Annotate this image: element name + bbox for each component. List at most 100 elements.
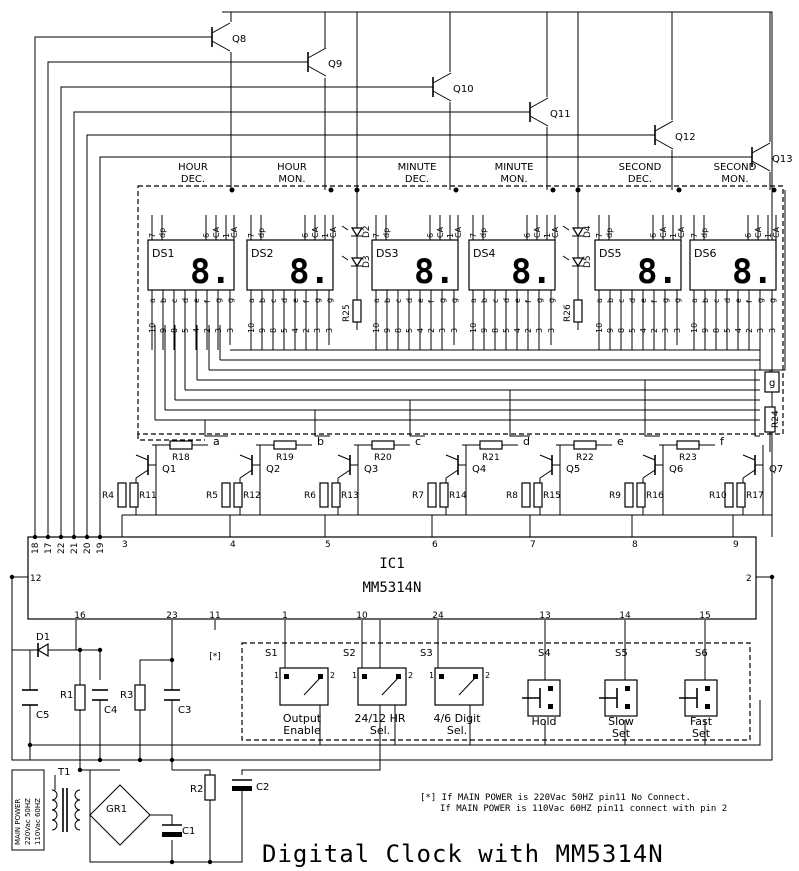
display-subtitle: MON.	[500, 174, 527, 185]
junction-dot	[32, 534, 38, 540]
segment-tag-f: f	[720, 435, 725, 448]
transistor-label-q10: Q10	[453, 84, 474, 95]
pin-number: 8	[269, 328, 278, 333]
junction-dot	[97, 534, 103, 540]
top-pin-label: 1	[321, 233, 330, 238]
top-pin-label: dp	[158, 228, 167, 238]
display-digit: 8.	[289, 252, 330, 292]
resistor-r11	[129, 482, 139, 508]
ic1: IC1 MM5314N	[27, 536, 757, 620]
transformer-coil	[74, 809, 81, 821]
transistor-label-q2: Q2	[266, 464, 280, 475]
segment-label: b	[606, 298, 615, 303]
display-subtitle: DEC.	[181, 174, 205, 185]
segment-tag-c: c	[415, 435, 421, 448]
display-subtitle: DEC.	[628, 174, 652, 185]
junction-dot	[575, 187, 581, 193]
mains-voltage-1: 220Vac 50HZ	[24, 798, 32, 845]
segment-label: f	[650, 300, 659, 303]
segment-label: b	[480, 298, 489, 303]
transistor-label-q3: Q3	[364, 464, 378, 475]
collector-lead	[529, 115, 549, 127]
led-d5	[571, 257, 585, 268]
junction-dot	[77, 767, 83, 773]
capacitor-label-c5: C5	[36, 710, 49, 721]
junction-dot	[169, 859, 175, 865]
display-body	[594, 239, 682, 291]
emitter-lead	[211, 22, 231, 34]
pin-number: 2	[650, 328, 659, 333]
display-body	[246, 239, 334, 291]
top-pin-label: dp	[700, 228, 709, 238]
display-title: MINUTE	[495, 162, 534, 173]
segment-label: c	[617, 299, 626, 303]
switch-lever	[303, 677, 321, 696]
display-digit: 8.	[511, 252, 552, 292]
resistor-r7	[427, 482, 437, 508]
pin-number: 2	[745, 328, 754, 333]
ic-pin-top-3: 3	[122, 540, 128, 550]
pin-number: 5	[502, 328, 511, 333]
top-pin-label: 7	[469, 233, 478, 238]
segment-label: e	[639, 298, 648, 303]
transformer-coil	[51, 799, 58, 811]
emitter-lead	[751, 142, 771, 154]
junction-dot	[769, 574, 775, 580]
resistor-label-r3: R3	[120, 690, 133, 701]
capacitor-label-c4: C4	[104, 705, 117, 716]
pin11-mark: [*]	[209, 652, 221, 662]
segment-label: a	[690, 298, 699, 303]
pin-number: 9	[383, 328, 392, 333]
switch-id-s4: S4	[538, 648, 551, 659]
pushbutton-contact	[625, 686, 630, 691]
top-pin-label: CA	[329, 226, 338, 238]
segment-label: e	[416, 298, 425, 303]
display-subtitle: MON.	[278, 174, 305, 185]
junction-dot	[676, 187, 682, 193]
junction-dot	[137, 757, 143, 763]
resistor-r4	[117, 482, 127, 508]
ic-pin-bottom-24: 24	[432, 611, 444, 621]
display-digit: 8.	[732, 252, 773, 292]
ic-pin-bottom-15: 15	[699, 611, 710, 621]
pin-number: 9	[258, 328, 267, 333]
segment-label: f	[745, 300, 754, 303]
junction-dot	[229, 187, 235, 193]
pushbutton-contact	[705, 686, 710, 691]
pin-number: 4	[639, 328, 648, 333]
diode-d1	[36, 642, 49, 658]
top-pin-label: 7	[247, 233, 256, 238]
top-pin-label: CA	[551, 226, 560, 238]
ic-pin-top-19: 19	[96, 542, 106, 554]
display-digit: 8.	[637, 252, 678, 292]
transistor-q12: Q12	[654, 120, 696, 150]
top-pin-label: 7	[148, 233, 157, 238]
switch-id-s6: S6	[695, 648, 708, 659]
resistor-r3	[134, 684, 146, 711]
resistor-r17	[736, 482, 746, 508]
light-arrow	[341, 255, 349, 261]
lead	[539, 454, 553, 461]
mains-box	[11, 769, 45, 851]
led-d2	[350, 227, 364, 238]
switch-sublabel: Sel.	[447, 724, 467, 737]
resistor-label-r21: R21	[482, 453, 500, 463]
bridge-label-gr1: GR1	[106, 804, 127, 815]
pin-number: 4	[291, 328, 300, 333]
collector-lead	[432, 90, 452, 102]
switch-sublabel: Sel.	[370, 724, 390, 737]
transistor-label-q12: Q12	[675, 132, 696, 143]
top-pin-label: CA	[454, 226, 463, 238]
resistor-label-r16: R16	[646, 491, 664, 501]
lead	[742, 469, 756, 479]
note-line-1: [*] If MAIN POWER is 220Vac 50HZ pin11 N…	[420, 793, 691, 803]
switch-id-s1: S1	[265, 648, 278, 659]
ic-pin-2: 2	[746, 574, 752, 584]
segment-label: d	[723, 298, 732, 303]
segment-label: f	[302, 300, 311, 303]
resistor-label-r11: R11	[139, 491, 157, 501]
